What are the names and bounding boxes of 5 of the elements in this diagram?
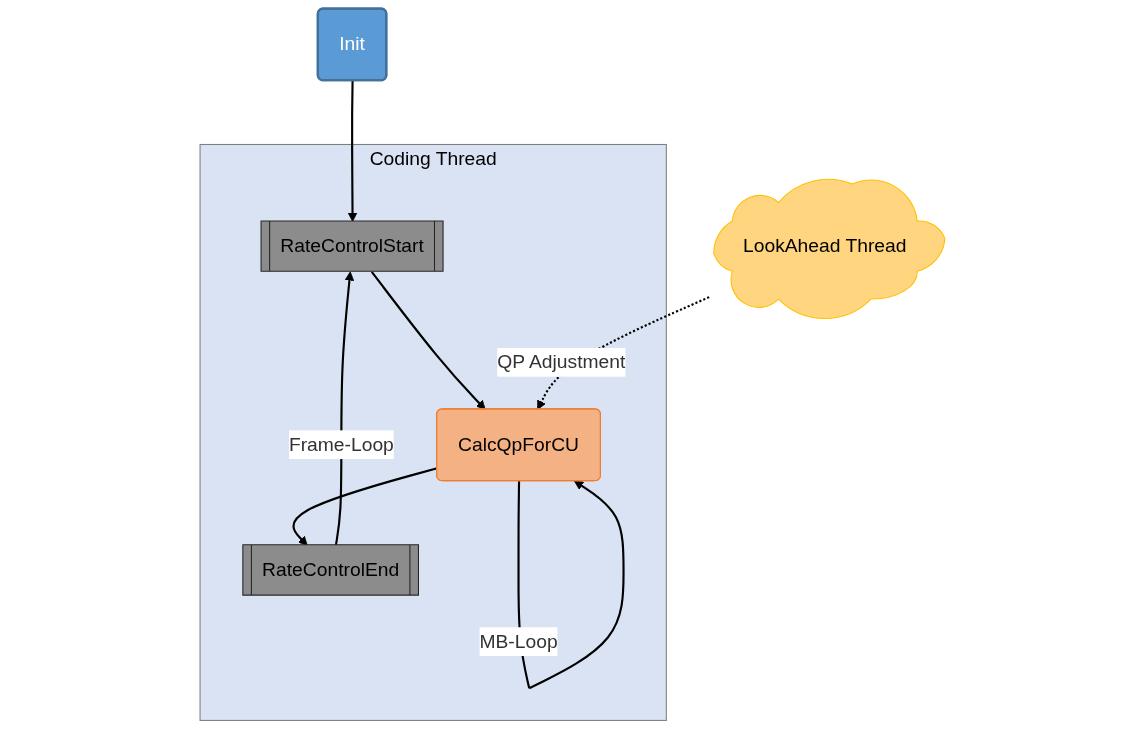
arrow bbox=[370, 271, 486, 410]
edge-label: Frame-Loop bbox=[288, 433, 394, 455]
edge-label: MB-Loop bbox=[479, 630, 558, 652]
arrow bbox=[347, 80, 358, 222]
edge-label: QP Adjustment bbox=[497, 351, 626, 373]
